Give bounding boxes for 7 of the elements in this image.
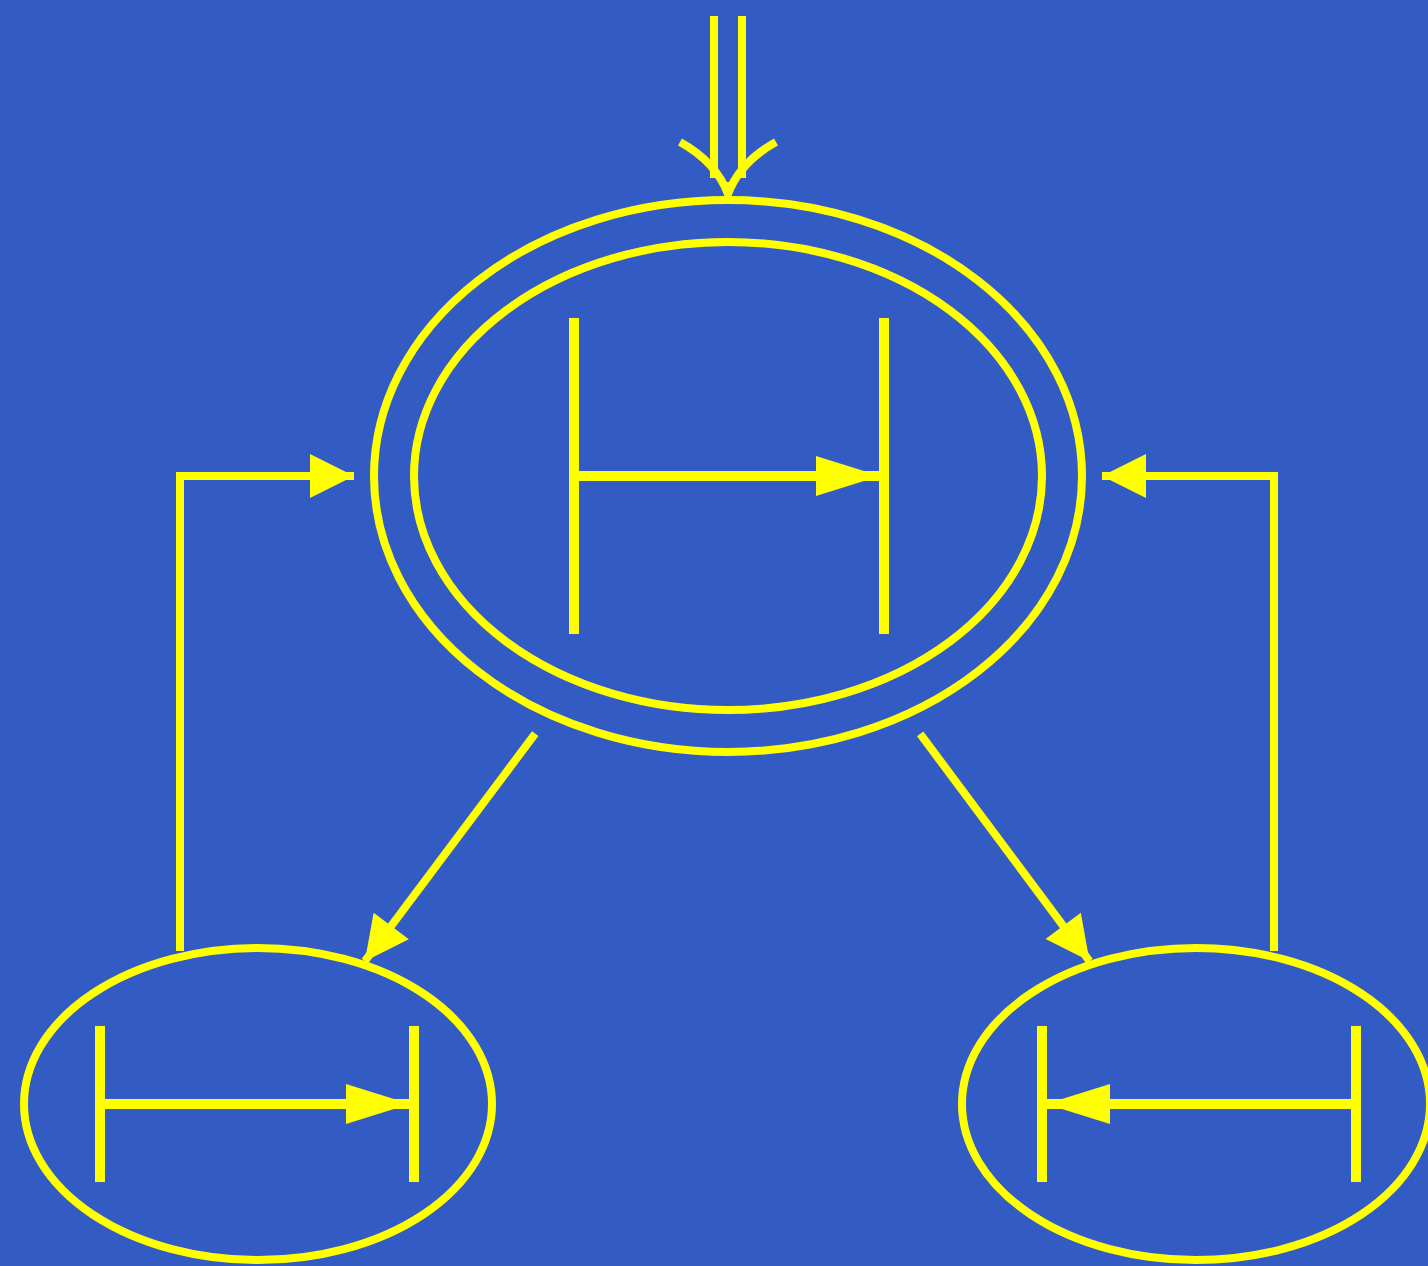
arrow: [1102, 454, 1278, 951]
double-arrow: [676, 12, 780, 198]
ellipse-node: [20, 944, 496, 1264]
arrow: [361, 731, 539, 964]
arrow: [176, 454, 354, 951]
ellipse-node: [370, 196, 1086, 756]
arrow: [916, 731, 1093, 964]
